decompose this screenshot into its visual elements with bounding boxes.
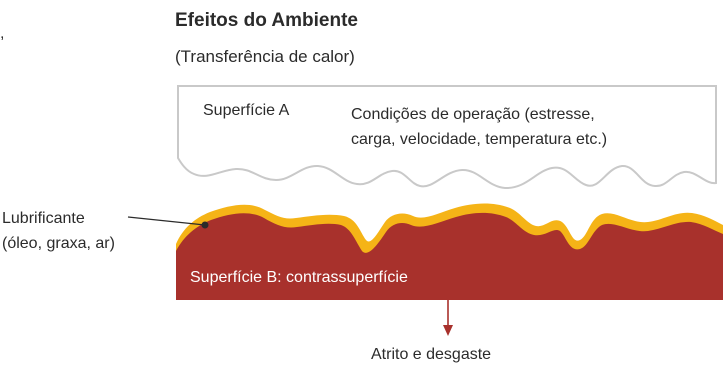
diagram-subtitle: (Transferência de calor): [175, 47, 355, 66]
lubricant-leader-line: [127, 216, 206, 226]
operating-conditions-line-2: carga, velocidade, temperatura etc.): [351, 131, 608, 148]
surface-a-label: Superfície A: [203, 102, 290, 119]
friction-arrow-head: [443, 325, 453, 336]
lubricant-leader-dot: [201, 221, 209, 229]
lubricant-label-line-2: (óleo, graxa, ar): [2, 235, 115, 252]
cropped-text-fragment: ,: [0, 25, 5, 42]
operating-conditions-label: Condições de operação (estresse, carga, …: [351, 102, 607, 152]
friction-wear-label: Atrito e desgaste: [371, 346, 492, 363]
surface-b-label: Superfície B: contrassuperfície: [190, 269, 408, 286]
surface-b-shape: [176, 212, 723, 300]
diagram-title: Efeitos do Ambiente: [175, 10, 358, 31]
lubricant-label: Lubrificante (óleo, graxa, ar): [2, 206, 115, 256]
lubricant-label-line-1: Lubrificante: [2, 210, 85, 227]
surface-a-shape: [177, 85, 717, 190]
operating-conditions-line-1: Condições de operação (estresse,: [351, 106, 595, 123]
